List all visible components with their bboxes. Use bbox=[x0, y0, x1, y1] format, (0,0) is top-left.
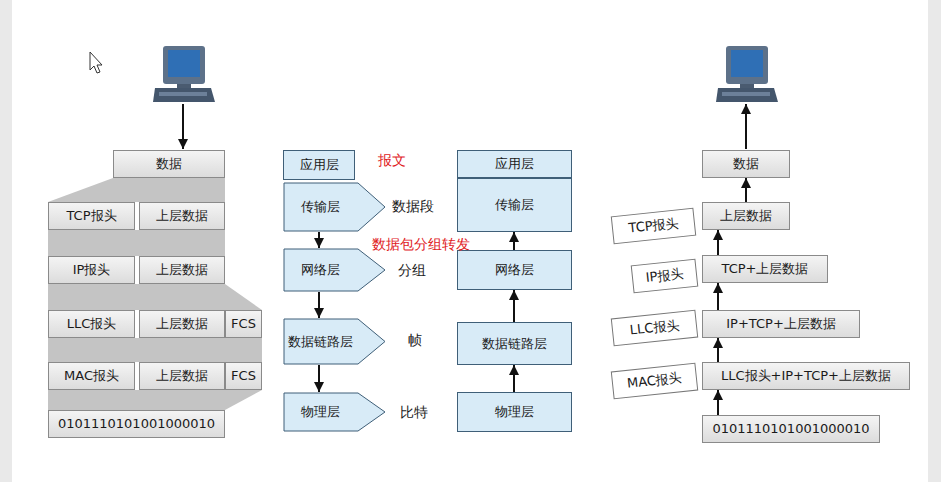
box-text: IP报头 bbox=[645, 266, 684, 285]
receive-arrow bbox=[745, 104, 747, 149]
box-text: 上层数据 bbox=[156, 262, 208, 278]
box-text: IP报头 bbox=[73, 262, 111, 278]
header-box: 上层数据 bbox=[139, 310, 225, 338]
box-text: IP+TCP+上层数据 bbox=[726, 316, 836, 332]
header-box: IP+TCP+上层数据 bbox=[702, 310, 860, 338]
flow-arrow bbox=[513, 365, 515, 392]
pdu-label: 数据段 bbox=[392, 198, 434, 215]
header-box: LLC报头 bbox=[48, 310, 135, 338]
box-text: 网络层 bbox=[495, 262, 534, 278]
header-box: 上层数据 bbox=[139, 256, 225, 284]
header-box: 数据 bbox=[702, 150, 790, 178]
flow-arrow bbox=[318, 365, 320, 392]
box-text: 传输层 bbox=[495, 197, 534, 213]
box-text: 应用层 bbox=[495, 156, 534, 172]
pentagon-outline bbox=[284, 393, 385, 431]
pentagon-outline bbox=[284, 319, 385, 364]
box-text: MAC报头 bbox=[64, 368, 119, 384]
layer-box: 应用层 bbox=[457, 150, 572, 178]
box-text: 上层数据 bbox=[720, 208, 772, 224]
layer-arrow-box: 传输层 bbox=[283, 182, 386, 232]
header-box: 上层数据 bbox=[139, 362, 225, 390]
box-text: TCP报头 bbox=[66, 208, 116, 224]
box-text: 上层数据 bbox=[156, 208, 208, 224]
header-box: 上层数据 bbox=[139, 202, 225, 230]
box-text: LLC报头 bbox=[629, 318, 680, 339]
layer-box: 物理层 bbox=[457, 392, 572, 432]
box-text: 数据 bbox=[733, 156, 759, 172]
box-text: 数据链路层 bbox=[288, 334, 353, 350]
layer-box: 数据链路层 bbox=[457, 322, 572, 365]
header-box: 数据 bbox=[113, 150, 225, 178]
flow-arrow bbox=[717, 390, 719, 415]
computer-icon bbox=[153, 46, 215, 102]
box-text: 物理层 bbox=[301, 404, 340, 420]
box-text: 数据链路层 bbox=[482, 336, 547, 352]
header-box: FCS bbox=[225, 310, 262, 338]
header-box: 0101110101001000010 bbox=[48, 410, 225, 438]
layer-arrow-box: 数据链路层 bbox=[283, 318, 386, 365]
header-box: FCS bbox=[225, 362, 262, 390]
header-box: TCP+上层数据 bbox=[702, 255, 828, 283]
header-box: 0101110101001000010 bbox=[702, 415, 880, 443]
box-text: TCP+上层数据 bbox=[722, 261, 809, 277]
send-arrow bbox=[182, 104, 184, 149]
pentagon-outline bbox=[284, 183, 385, 231]
box-text: MAC报头 bbox=[626, 370, 682, 391]
layer-arrow-box: 网络层 bbox=[283, 248, 386, 292]
box-text: 数据 bbox=[156, 156, 182, 172]
box-text: LLC报头+IP+TCP+上层数据 bbox=[721, 368, 891, 384]
box-text: TCP报头 bbox=[628, 216, 679, 237]
encapsulation-shading bbox=[48, 178, 262, 410]
box-text: 0101110101001000010 bbox=[712, 421, 869, 437]
pdu-label: 报文 bbox=[378, 152, 406, 169]
pdu-label: 帧 bbox=[408, 332, 422, 349]
header-box: IP报头 bbox=[48, 256, 135, 284]
box-text: FCS bbox=[231, 316, 256, 332]
flow-arrow bbox=[513, 232, 515, 250]
layer-box: 应用层 bbox=[283, 150, 355, 180]
pentagon-outline bbox=[284, 249, 385, 291]
mouse-cursor bbox=[90, 52, 102, 73]
flow-arrow bbox=[717, 338, 719, 362]
box-text: 网络层 bbox=[301, 262, 340, 278]
box-text: 上层数据 bbox=[156, 368, 208, 384]
slide-ground bbox=[12, 0, 928, 482]
layer-box: 传输层 bbox=[457, 178, 572, 232]
box-text: 传输层 bbox=[301, 199, 340, 215]
header-box: MAC报头 bbox=[48, 362, 135, 390]
flow-arrow bbox=[318, 232, 320, 248]
flow-arrow bbox=[717, 283, 719, 310]
box-text: LLC报头 bbox=[67, 316, 117, 332]
flow-arrow bbox=[717, 230, 719, 255]
computer-icon bbox=[716, 46, 778, 102]
layer-arrow-box: 物理层 bbox=[283, 392, 386, 432]
pdu-label: 比特 bbox=[400, 404, 428, 421]
box-text: 物理层 bbox=[495, 404, 534, 420]
pdu-label: 数据包分组转发 bbox=[372, 236, 470, 253]
pdu-label: 分组 bbox=[398, 262, 426, 279]
box-text: FCS bbox=[231, 368, 256, 384]
header-box: TCP报头 bbox=[48, 202, 135, 230]
header-box: LLC报头+IP+TCP+上层数据 bbox=[702, 362, 910, 390]
flow-arrow bbox=[513, 290, 515, 322]
flow-arrow bbox=[318, 292, 320, 318]
layer-box: 网络层 bbox=[457, 250, 572, 290]
box-text: 0101110101001000010 bbox=[58, 416, 215, 432]
box-text: 应用层 bbox=[300, 157, 339, 173]
flow-arrow bbox=[745, 178, 747, 202]
box-text: 上层数据 bbox=[156, 316, 208, 332]
header-box: 上层数据 bbox=[702, 202, 790, 230]
